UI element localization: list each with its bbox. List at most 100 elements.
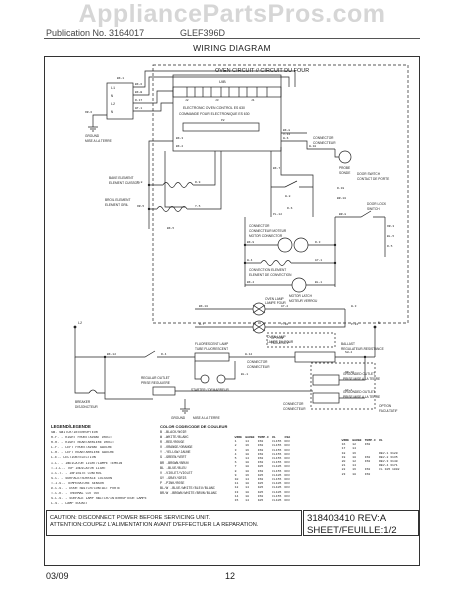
wire-label: GY-2 [281,305,288,308]
oven-lamp-label: OVEN LAMP [265,297,284,301]
wire-label: BL-5 [387,235,394,238]
option-label-fr: FACULTATIF [271,341,289,345]
motor-latch-label-fr: MOTEUR VERROU [289,299,318,303]
regular-outlet-label-fr: PRISE REGULIERE [141,381,170,385]
table-cell: 18 [245,468,249,473]
table-cell: 150 [364,454,371,459]
table-cell: 14 [352,446,356,451]
door-lock-label: DOOR LOCK [367,202,387,206]
l1-bus [74,327,105,358]
breaker-label: BREAKER [75,400,91,404]
probe-label: PROBE [339,166,350,170]
table-cell: 4 [234,451,237,456]
table-cell: 150 [257,439,264,444]
table-cell: DCC [284,460,291,465]
wire-label: SH-4 [345,351,352,354]
wire-label: R-9 [195,181,201,184]
table-cell: 11 [234,481,239,486]
wire-label: BK-3 [176,137,183,140]
table-cell: 150 [257,443,264,448]
table-cell: 18 [352,454,356,459]
connector-pins [186,87,268,97]
legend-item: L.E.- LECTION/ELECTION [51,456,96,461]
color-code-item: W -WHITE/BLANC [160,436,189,441]
color-code-item: O -ORANGE/ORANGE [160,446,193,451]
part-number: 318403410 REV:A [307,513,387,524]
table-cell: 13 [234,489,239,494]
color-code-item: BL -BLUE/BLEU [160,466,187,471]
color-code-title: COLOR CODE/CODE DE COULEUR [160,424,228,429]
table-cell: CL 105 1002 [379,467,400,472]
table-cell: 105 [257,464,264,469]
table-cell: 14 [245,456,249,461]
motor-latch [291,277,307,293]
wire-label: BK-12 [107,353,116,356]
wire-label: R-3 [315,241,321,244]
table-cell: 16 [245,472,249,477]
table-cell: 14 [245,498,249,503]
legend-item: I.L. - INDICATOR LIGHT/LAMPE TEMOIN [51,461,123,466]
wire-label: WT-1 [135,107,142,110]
conv-element-label: CONVECTION ELEMENT [249,268,286,272]
table-cell: 14 [245,439,249,444]
table-cell: DCC [284,498,291,503]
starter-label: STARTER / DEMARREUR [191,388,229,392]
ballast-label-fr: REGULATEUR-RESISTANCE [341,347,384,351]
table-cell: CL155 [272,477,282,482]
table-cell: 21 [341,463,346,468]
table-cell: 150 [257,460,264,465]
option-2-label-fr: FACULTATIF [379,409,397,413]
probe-label-fr: SONDE [339,171,350,175]
table-cell: 105 [257,498,264,503]
terminal-label: N [378,322,380,326]
legend-item: T.C.O. - THERMAL CUT OUT [51,492,100,497]
regular-outlet-label: REGULAR OUTLET [141,376,170,380]
table-cell: 18 [245,481,249,486]
table-cell: 7 [234,464,237,469]
table-cell: CL105 [272,481,282,486]
motor-latch-label: MOTOR LATCH [289,294,313,298]
p2-connector [182,122,260,132]
ground-wire [92,114,107,127]
table-cell: CL155 [272,439,282,444]
table-cell: DCC [284,477,291,482]
wire-n-top [133,76,290,96]
terminal-label: N [111,111,113,115]
regular-outlet [152,386,176,396]
table-cell [377,472,401,476]
table-header-cell: WIRE [234,435,243,439]
probe [338,150,352,164]
wire-label: P-24 [351,323,358,326]
table-cell: 23 [341,471,346,476]
table-cell: DCC [284,493,291,498]
table-cell: 10 [234,477,239,482]
table-cell: REV-2 3135 [379,454,398,459]
wire-label: V-14 [283,133,290,136]
wire-label: BK-2 [176,145,183,148]
table-cell: 9 [234,472,237,477]
caution-text-fr: ATTENTION:COUPEZ L'ALIMENTATION AVANT D'… [50,522,259,529]
legend-list: SW. SWITCH/INTERRUPTEUR R.F. - RIGHT FRO… [51,431,149,507]
legend-title: LEGEND/LEGENDE [51,424,91,429]
breaker [88,389,98,394]
table-cell: 18 [245,493,249,498]
conv-element-label-fr: ELEMENT DE CONVECTION [249,273,292,277]
legend-item: I.C.T. - INFINITE CONTROL [51,471,102,476]
wire-l2 [133,90,173,104]
relay-strip [172,86,282,98]
wire-label: R-4 [161,353,167,356]
bake-element-label-fr: ELEMENT CUISSON [109,181,140,185]
table-cell: 105 [257,472,264,477]
grounded-outlet [312,374,340,386]
probe-wire [281,140,335,150]
table-cell: 150 [364,442,371,447]
wire-label: W-6 [283,137,289,140]
